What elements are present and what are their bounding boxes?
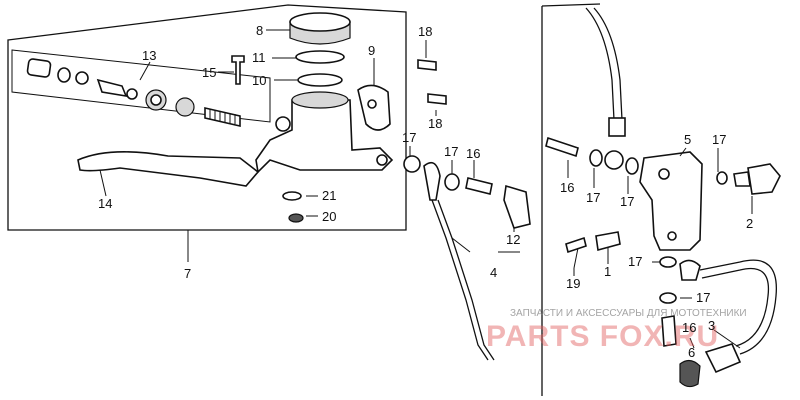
union-12 xyxy=(503,184,531,229)
callout-8: 8 xyxy=(256,23,263,38)
callout-14: 14 xyxy=(98,196,112,211)
callout-17a: 17 xyxy=(402,130,416,145)
callout-2: 2 xyxy=(746,216,753,231)
washer-17c xyxy=(589,149,603,167)
hose-end-fitting xyxy=(704,343,742,374)
push-rod xyxy=(96,78,128,98)
spring-coils xyxy=(209,109,236,124)
piston-cup-inner xyxy=(150,94,162,106)
parts-tray-13 xyxy=(11,49,271,123)
diaphragm-10 xyxy=(297,73,343,87)
plate-11 xyxy=(295,50,345,64)
dust-boot xyxy=(26,58,52,78)
callout-17b: 17 xyxy=(444,144,458,159)
callout-16c: 16 xyxy=(682,320,696,335)
reservoir-cap-top xyxy=(289,12,351,32)
callout-6: 6 xyxy=(688,345,695,360)
upper-hose-edge xyxy=(593,7,623,121)
washer-17b xyxy=(444,173,460,191)
group-frame-7 xyxy=(7,4,407,231)
callout-21: 21 xyxy=(322,188,336,203)
washer-17f xyxy=(659,256,677,268)
lower-hose-3 xyxy=(699,259,777,355)
washer-small-a xyxy=(57,67,71,83)
reservoir-rim xyxy=(291,91,349,109)
callout-labels: 8 11 10 9 13 15 14 21 20 7 18 18 17 17 1… xyxy=(98,23,753,360)
banjo-bolt-16-lower xyxy=(661,315,677,347)
callout-17f: 17 xyxy=(628,254,642,269)
switch-2 xyxy=(747,163,781,195)
leader-lines xyxy=(99,29,753,349)
nut-20 xyxy=(288,213,304,223)
washer-17g xyxy=(659,292,677,304)
callout-18a: 18 xyxy=(418,24,432,39)
callout-16a: 16 xyxy=(466,146,480,161)
slave-port xyxy=(658,168,670,180)
callout-18b: 18 xyxy=(428,116,442,131)
push-rod-nut xyxy=(126,88,138,100)
washer-17e xyxy=(716,171,728,185)
banjo-fitting-upper xyxy=(423,161,441,201)
watermark-tagline: ЗАПЧАСТИ И АКСЕССУАРЫ ДЛЯ МОТОТЕХНИКИ xyxy=(510,308,747,319)
washer-17d xyxy=(625,157,639,175)
banjo-fitting-right xyxy=(604,150,624,170)
bolt-19-shank xyxy=(573,247,579,269)
holder-hole xyxy=(367,99,377,109)
callout-20: 20 xyxy=(322,209,336,224)
callout-17d: 17 xyxy=(620,194,634,209)
callout-4: 4 xyxy=(490,265,497,280)
piston xyxy=(175,97,195,117)
callout-12: 12 xyxy=(506,232,520,247)
callout-11: 11 xyxy=(252,50,266,65)
leader-4a xyxy=(451,237,471,253)
bolt-18a xyxy=(417,59,437,71)
pivot-boss xyxy=(275,116,291,132)
slave-cylinder-group xyxy=(541,3,781,396)
switch-thread xyxy=(733,171,751,187)
banjo-bolt-16 xyxy=(465,177,493,195)
hose-group xyxy=(403,59,531,361)
banjo-bolt-16-right xyxy=(545,136,579,158)
spring xyxy=(204,106,241,128)
clutch-hose-4-edge xyxy=(437,199,495,361)
callout-17c: 17 xyxy=(586,190,600,205)
slave-mount xyxy=(667,231,677,241)
slave-cylinder-5 xyxy=(639,151,703,251)
callout-3: 3 xyxy=(708,318,715,333)
callout-16b: 16 xyxy=(560,180,574,195)
mount-hole xyxy=(376,154,388,166)
callout-10: 10 xyxy=(252,73,266,88)
right-frame-top xyxy=(541,3,601,7)
callout-7: 7 xyxy=(184,266,191,281)
washer-21 xyxy=(282,191,302,201)
master-cylinder-group xyxy=(7,4,407,231)
callout-17e: 17 xyxy=(712,132,726,147)
callout-9: 9 xyxy=(368,43,375,58)
clutch-lever-14 xyxy=(77,151,260,187)
callout-5: 5 xyxy=(684,132,691,147)
washer-small-b xyxy=(75,71,89,85)
bolt-19-head xyxy=(565,236,587,254)
cap-6 xyxy=(679,359,701,388)
lower-hose-3-edge xyxy=(701,267,770,347)
callout-17g: 17 xyxy=(696,290,710,305)
callout-13: 13 xyxy=(142,48,156,63)
callout-15: 15 xyxy=(202,65,216,80)
bolt-18b xyxy=(427,93,447,105)
banjo-fitting-lower xyxy=(679,259,701,281)
callout-19: 19 xyxy=(566,276,580,291)
bracket-1 xyxy=(595,231,621,252)
watermark: ЗАПЧАСТИ И АКСЕССУАРЫ ДЛЯ МОТОТЕХНИКИ PA… xyxy=(486,308,747,353)
screw-15 xyxy=(231,55,245,85)
watermark-brand: PARTS FOX.RU xyxy=(486,320,719,353)
hose-fitting xyxy=(608,117,626,137)
clutch-hose-4 xyxy=(431,199,489,361)
master-cylinder-body xyxy=(255,99,394,174)
callout-1: 1 xyxy=(604,264,611,279)
upper-hose xyxy=(585,7,615,121)
washer-17a xyxy=(403,155,421,173)
